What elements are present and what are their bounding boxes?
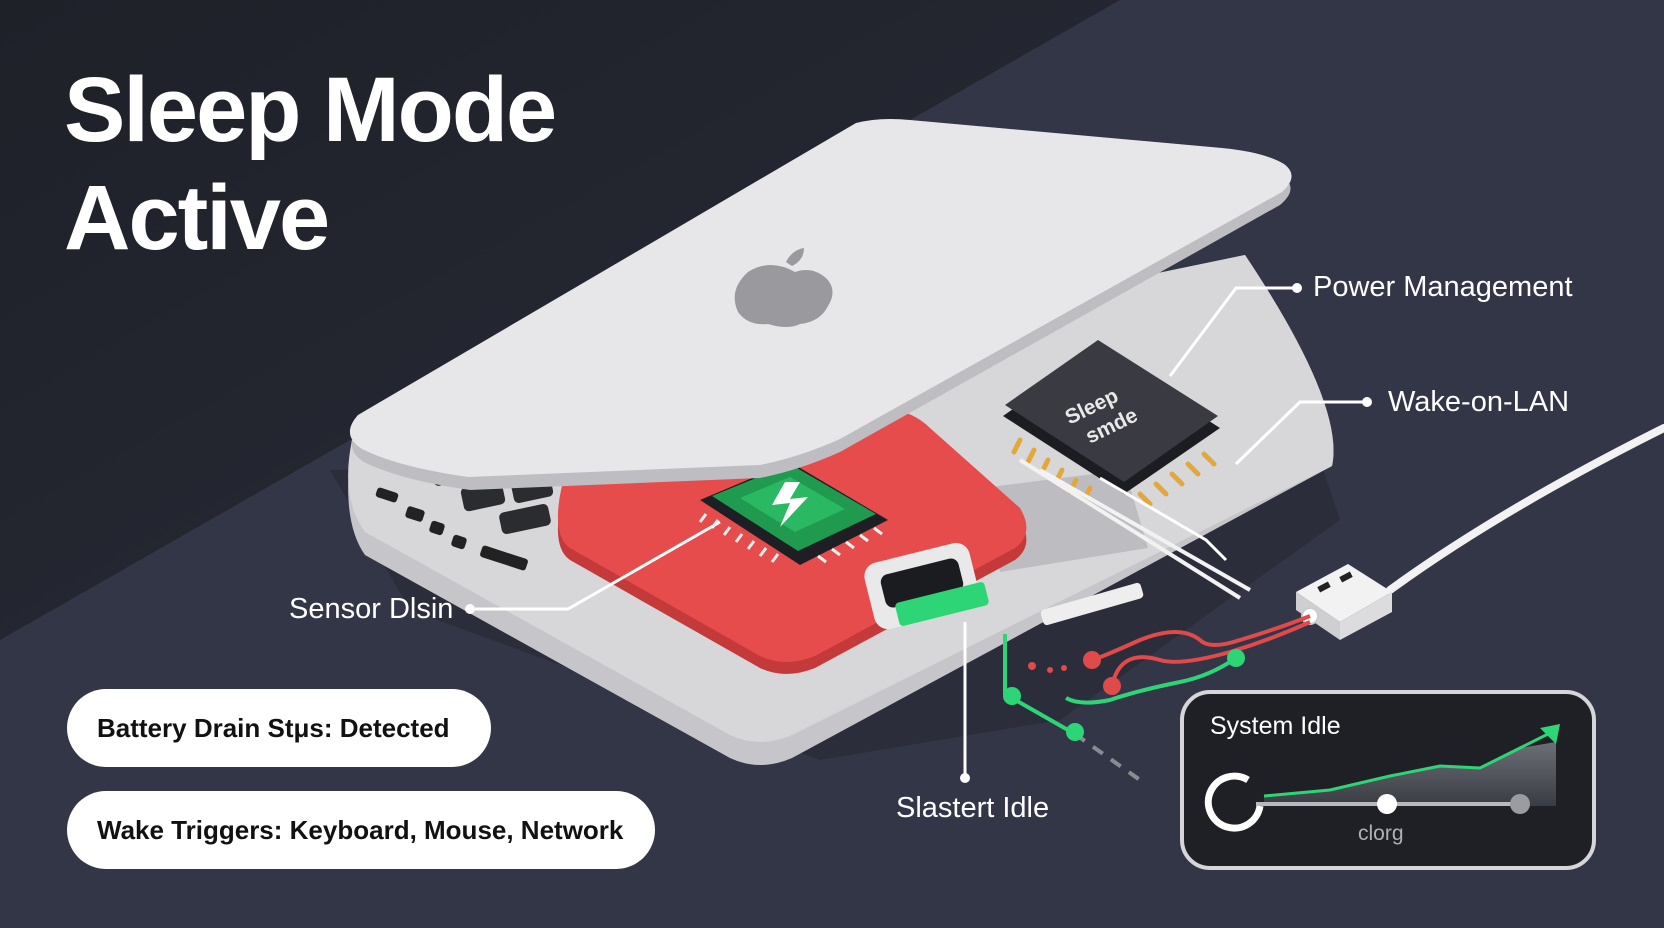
system-idle-title: System Idle <box>1210 712 1341 740</box>
sleep-chip: Sleep smde <box>1003 340 1220 507</box>
front-slot <box>1040 582 1144 626</box>
signal-nodes <box>1003 649 1245 741</box>
progress-ring-icon <box>1204 772 1264 832</box>
callout-idle: Slastert Idle <box>896 792 1050 824</box>
side-port <box>429 520 445 536</box>
side-port <box>480 545 528 571</box>
callout-wake-on-lan: Wake-on-LAN <box>1388 386 1570 418</box>
usb-cable <box>1018 424 1664 640</box>
side-port <box>405 506 425 522</box>
callout-lines <box>470 286 1366 778</box>
side-port <box>451 534 467 550</box>
page-title: Sleep Mode Active <box>64 56 557 272</box>
callout-sensor: Sensor Dlsin <box>289 593 454 625</box>
wake-triggers-pill: Wake Triggers: Keyboard, Mouse, Network <box>67 791 655 869</box>
lightning-bolt-icon <box>772 482 808 527</box>
idle-chart-fill <box>1264 742 1556 806</box>
idle-chart-line <box>1263 728 1557 798</box>
title-line2: Active <box>64 167 330 269</box>
callout-power-management: Power Management <box>1313 271 1573 303</box>
power-chip <box>698 462 888 565</box>
battery-status-pill: Battery Drain Stμs: Detected <box>67 689 491 767</box>
usb-plug-icon <box>1296 564 1392 622</box>
title-line1: Sleep Mode <box>64 59 557 161</box>
laptop-lid <box>349 119 1292 490</box>
signal-wires <box>1003 614 1311 782</box>
system-idle-status: clorg <box>1358 822 1404 845</box>
callout-dots <box>465 283 1372 783</box>
trend-arrow-icon <box>1540 724 1560 744</box>
side-port <box>375 487 399 503</box>
system-idle-panel <box>1180 690 1596 870</box>
battery-connector <box>864 542 989 630</box>
apple-logo-icon <box>734 248 833 327</box>
idle-slider-end <box>1510 794 1530 814</box>
idle-slider-knob <box>1377 794 1397 814</box>
